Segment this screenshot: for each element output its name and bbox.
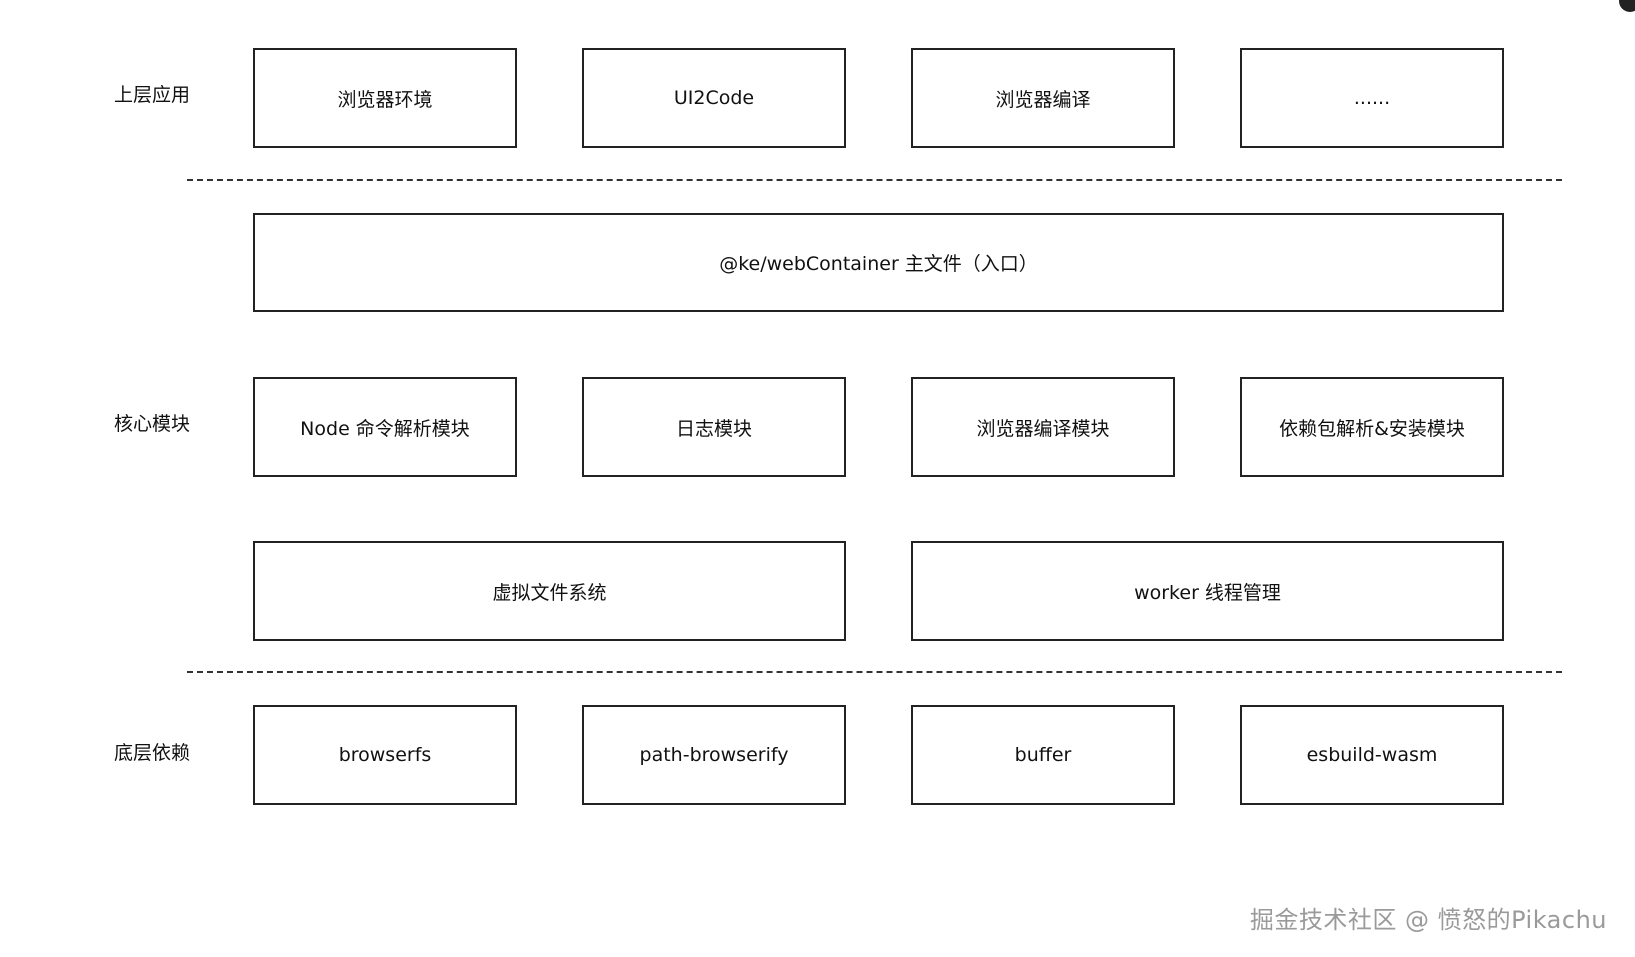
divider-bottom: [187, 671, 1562, 673]
box-dep-buffer: buffer: [911, 705, 1175, 805]
box-core-logger: 日志模块: [582, 377, 846, 477]
box-app-browser-env: 浏览器环境: [253, 48, 517, 148]
box-entry: @ke/webContainer 主文件（入口）: [253, 213, 1504, 312]
box-core-node-cli: Node 命令解析模块: [253, 377, 517, 477]
layer-label-core: 核心模块: [114, 413, 191, 435]
box-app-browser-compile: 浏览器编译: [911, 48, 1175, 148]
watermark: 掘金技术社区 @ 愤怒的Pikachu: [1249, 906, 1607, 934]
box-app-ui2code: UI2Code: [582, 48, 846, 148]
box-virtual-fs: 虚拟文件系统: [253, 541, 846, 641]
corner-icon: [1619, 0, 1635, 12]
divider-top: [187, 179, 1562, 181]
box-core-deps-install: 依赖包解析&安装模块: [1240, 377, 1504, 477]
box-dep-path-browserify: path-browserify: [582, 705, 846, 805]
layer-label-top: 上层应用: [114, 84, 191, 106]
box-app-more: ......: [1240, 48, 1504, 148]
box-worker-manager: worker 线程管理: [911, 541, 1504, 641]
box-dep-browserfs: browserfs: [253, 705, 517, 805]
box-dep-esbuild-wasm: esbuild-wasm: [1240, 705, 1504, 805]
layer-label-bottom: 底层依赖: [114, 742, 191, 764]
box-core-browser-compile: 浏览器编译模块: [911, 377, 1175, 477]
